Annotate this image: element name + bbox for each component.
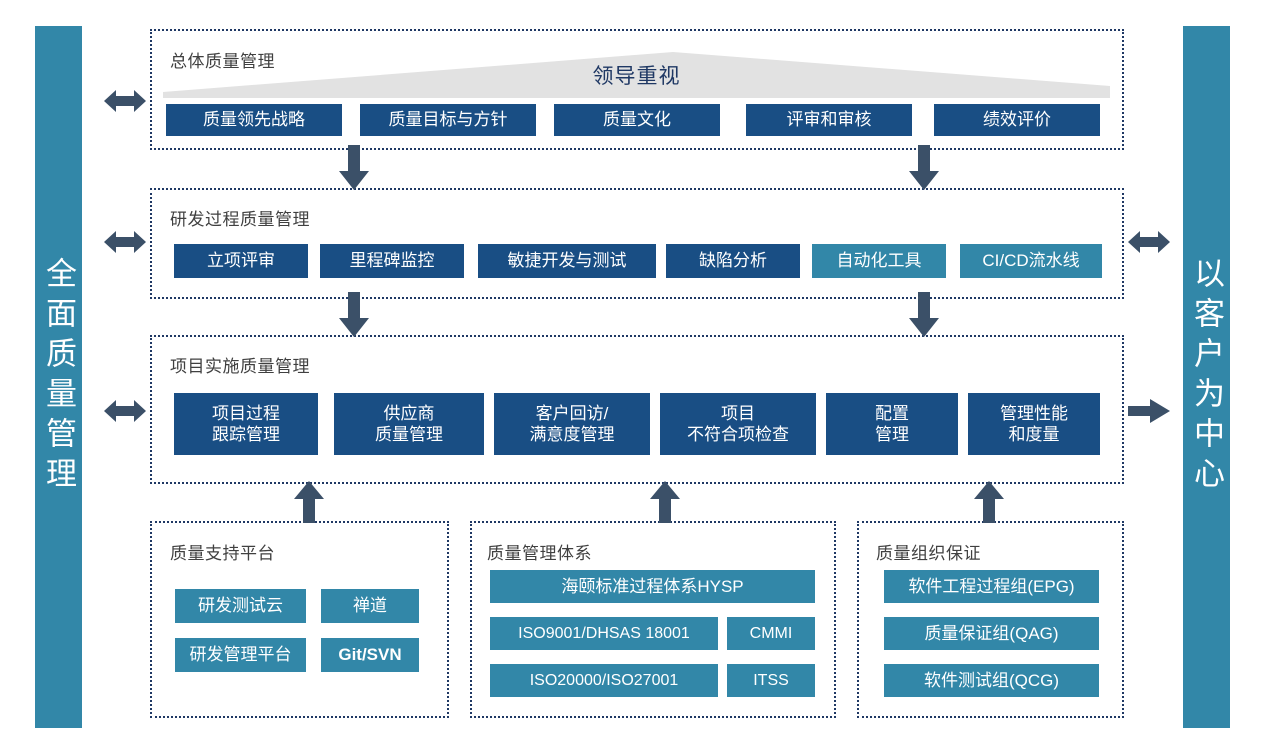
panel-title-project-implementation-quality-management: 项目实施质量管理 (170, 357, 310, 376)
box-supplier-quality-management[interactable]: 供应商 质量管理 (334, 393, 484, 455)
arrow-right-row2 (1128, 229, 1170, 255)
arrow-down-row2-left (339, 292, 369, 337)
box-project-nonconformity-check[interactable]: 项目 不符合项检查 (660, 393, 816, 455)
box-automation-tools[interactable]: 自动化工具 (812, 244, 946, 278)
box-project-process-tracking[interactable]: 项目过程 跟踪管理 (174, 393, 318, 455)
box-quality-leading-strategy[interactable]: 质量领先战略 (166, 104, 342, 136)
arrow-left-row3 (104, 398, 146, 424)
right-pillar: 以客户为中心 (1183, 26, 1230, 728)
box-rd-management-platform[interactable]: 研发管理平台 (175, 638, 306, 672)
box-customer-revisit-satisfaction[interactable]: 客户回访/ 满意度管理 (494, 393, 650, 455)
panel-title-quality-support-platform: 质量支持平台 (170, 544, 275, 563)
panel-quality-management-system (470, 521, 836, 718)
box-project-initiation-review[interactable]: 立项评审 (174, 244, 308, 278)
arrow-down-row2-right (909, 292, 939, 337)
box-review-and-audit[interactable]: 评审和审核 (746, 104, 912, 136)
arrow-right-row3 (1128, 398, 1170, 424)
box-configuration-management[interactable]: 配置 管理 (826, 393, 958, 455)
arrow-down-row1-right (909, 145, 939, 190)
panel-rd-process-quality-management (150, 188, 1124, 299)
panel-title-quality-management-system: 质量管理体系 (487, 544, 592, 563)
box-rd-test-cloud[interactable]: 研发测试云 (175, 589, 306, 623)
arrow-up-organization-assurance (974, 481, 1004, 523)
box-cicd-pipeline[interactable]: CI/CD流水线 (960, 244, 1102, 278)
panel-overall-quality-management (150, 29, 1124, 150)
box-management-performance-metrics[interactable]: 管理性能 和度量 (968, 393, 1100, 455)
box-hysp-standard-process-system[interactable]: 海颐标准过程体系HYSP (490, 570, 815, 603)
left-pillar-label: 全面质量管理 (41, 257, 76, 497)
box-milestone-monitoring[interactable]: 里程碑监控 (320, 244, 464, 278)
box-quality-goals-policy[interactable]: 质量目标与方针 (360, 104, 536, 136)
box-performance-evaluation[interactable]: 绩效评价 (934, 104, 1100, 136)
box-agile-development-and-testing[interactable]: 敏捷开发与测试 (478, 244, 656, 278)
box-git-svn[interactable]: Git/SVN (321, 638, 419, 672)
box-itss[interactable]: ITSS (727, 664, 815, 697)
box-epg[interactable]: 软件工程过程组(EPG) (884, 570, 1099, 603)
box-qag[interactable]: 质量保证组(QAG) (884, 617, 1099, 650)
box-zentao[interactable]: 禅道 (321, 589, 419, 623)
panel-title-rd-process-quality-management: 研发过程质量管理 (170, 210, 310, 229)
panel-project-implementation-quality-management (150, 335, 1124, 484)
box-defect-analysis[interactable]: 缺陷分析 (666, 244, 800, 278)
right-pillar-label: 以客户为中心 (1189, 257, 1224, 497)
left-pillar: 全面质量管理 (35, 26, 82, 728)
panel-quality-support-platform (150, 521, 449, 718)
arrow-up-support-platform (294, 481, 324, 523)
arrow-left-row1 (104, 88, 146, 114)
arrow-up-management-system (650, 481, 680, 523)
box-iso20000-iso27001[interactable]: ISO20000/ISO27001 (490, 664, 718, 697)
box-cmmi[interactable]: CMMI (727, 617, 815, 650)
panel-title-quality-organization-assurance: 质量组织保证 (876, 544, 981, 563)
box-qcg[interactable]: 软件测试组(QCG) (884, 664, 1099, 697)
arrow-down-row1-left (339, 145, 369, 190)
arrow-left-row2 (104, 229, 146, 255)
box-quality-culture[interactable]: 质量文化 (554, 104, 720, 136)
panel-title-overall-quality-management: 总体质量管理 (170, 52, 275, 71)
leadership-banner-label: 领导重视 (592, 65, 681, 88)
leadership-banner-shape (163, 52, 1110, 98)
box-iso9001-dhsas18001[interactable]: ISO9001/DHSAS 18001 (490, 617, 718, 650)
